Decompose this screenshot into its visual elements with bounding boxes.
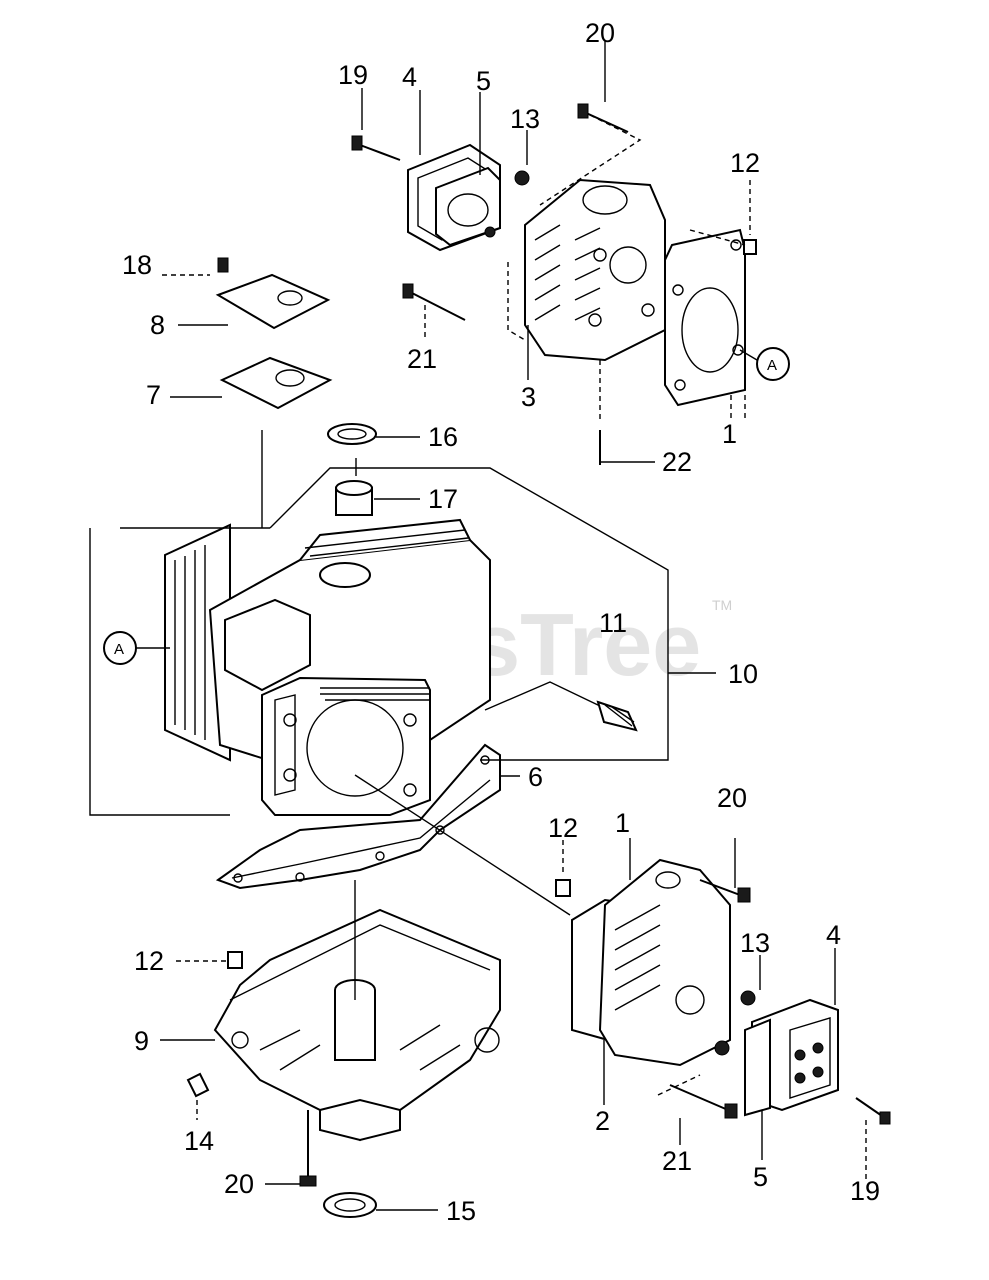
nut-13-lower-b [714, 1040, 730, 1056]
callout-7: 7 [146, 380, 161, 410]
ref-marker-a-lower-label: A [114, 641, 124, 658]
callout-1-bottom: 1 [615, 808, 630, 838]
lower-head-assembly [555, 858, 891, 1125]
callout-3: 3 [521, 382, 536, 412]
callout-9: 9 [134, 1026, 149, 1056]
oil-seal-16 [327, 423, 377, 445]
valve-cover-gasket-lower [744, 1018, 771, 1117]
bolt-20-lower [299, 1110, 317, 1187]
cylinder-head-upper [524, 178, 666, 362]
bolt-20-upper [577, 103, 629, 133]
callout-8: 8 [150, 310, 165, 340]
nut-13-lower [740, 990, 756, 1006]
callout-17: 17 [428, 484, 458, 514]
callout-13-bottom: 13 [740, 928, 770, 958]
oil-seal-15 [323, 1192, 377, 1218]
bolt-19-upper [351, 135, 401, 161]
bolt-20-mid [699, 879, 751, 903]
bracket-left [89, 527, 270, 816]
watermark-trademark: TM [712, 597, 732, 613]
dowel-12-upper [743, 239, 757, 255]
callout-12-mid: 12 [548, 813, 578, 843]
callout-2: 2 [595, 1106, 610, 1136]
breather-gasket [219, 356, 333, 410]
callout-4-top: 4 [402, 62, 417, 92]
callout-4-bottom: 4 [826, 920, 841, 950]
leader-lower-head [354, 774, 571, 916]
callout-5-top: 5 [476, 66, 491, 96]
callout-11: 11 [599, 608, 627, 638]
callout-19-bottom: 19 [850, 1176, 880, 1206]
callout-10: 10 [728, 659, 758, 689]
callout-19-top: 19 [338, 60, 368, 90]
callout-15: 15 [446, 1196, 476, 1226]
callout-14: 14 [184, 1126, 214, 1156]
crankcase [164, 518, 491, 816]
breather-cover [215, 257, 331, 330]
bolt-19-lower [855, 1097, 891, 1125]
ref-marker-a-upper [756, 347, 790, 381]
callout-21-top: 21 [407, 344, 437, 374]
dowel-12-mid [555, 879, 571, 897]
breather-valve-11 [596, 700, 638, 732]
callout-6: 6 [528, 762, 543, 792]
callout-13-top: 13 [510, 104, 540, 134]
dowel-12-lower [227, 951, 243, 969]
callout-5-bottom: 5 [753, 1162, 768, 1192]
ref-marker-a-upper-label: A [767, 357, 777, 374]
bolt-21-upper [402, 283, 466, 321]
callout-12-bottom: 12 [134, 946, 164, 976]
callout-18: 18 [122, 250, 152, 280]
callout-20-bottom: 20 [224, 1169, 254, 1199]
callout-20-mid: 20 [717, 783, 747, 813]
callout-16: 16 [428, 422, 458, 452]
crankcase-cover [213, 908, 501, 1142]
upper-head-assembly [351, 103, 757, 465]
bracket-crankcase [269, 467, 669, 761]
bushing-17 [335, 480, 373, 516]
callout-22: 22 [662, 447, 692, 477]
leader-bolt21 [657, 1074, 701, 1096]
bolt-21-lower [669, 1084, 738, 1119]
leader-breather-valve [484, 681, 601, 711]
callout-12-top: 12 [730, 148, 760, 178]
callout-1-top: 1 [722, 419, 737, 449]
valve-cover-gasket-upper [435, 166, 501, 247]
nut-13-upper [514, 170, 530, 186]
drain-plug-14 [186, 1072, 210, 1098]
callout-21-bottom: 21 [662, 1146, 692, 1176]
callout-20-top: 20 [585, 18, 615, 48]
cylinder-head-lower [598, 858, 731, 1067]
head-gasket-upper [664, 228, 746, 407]
